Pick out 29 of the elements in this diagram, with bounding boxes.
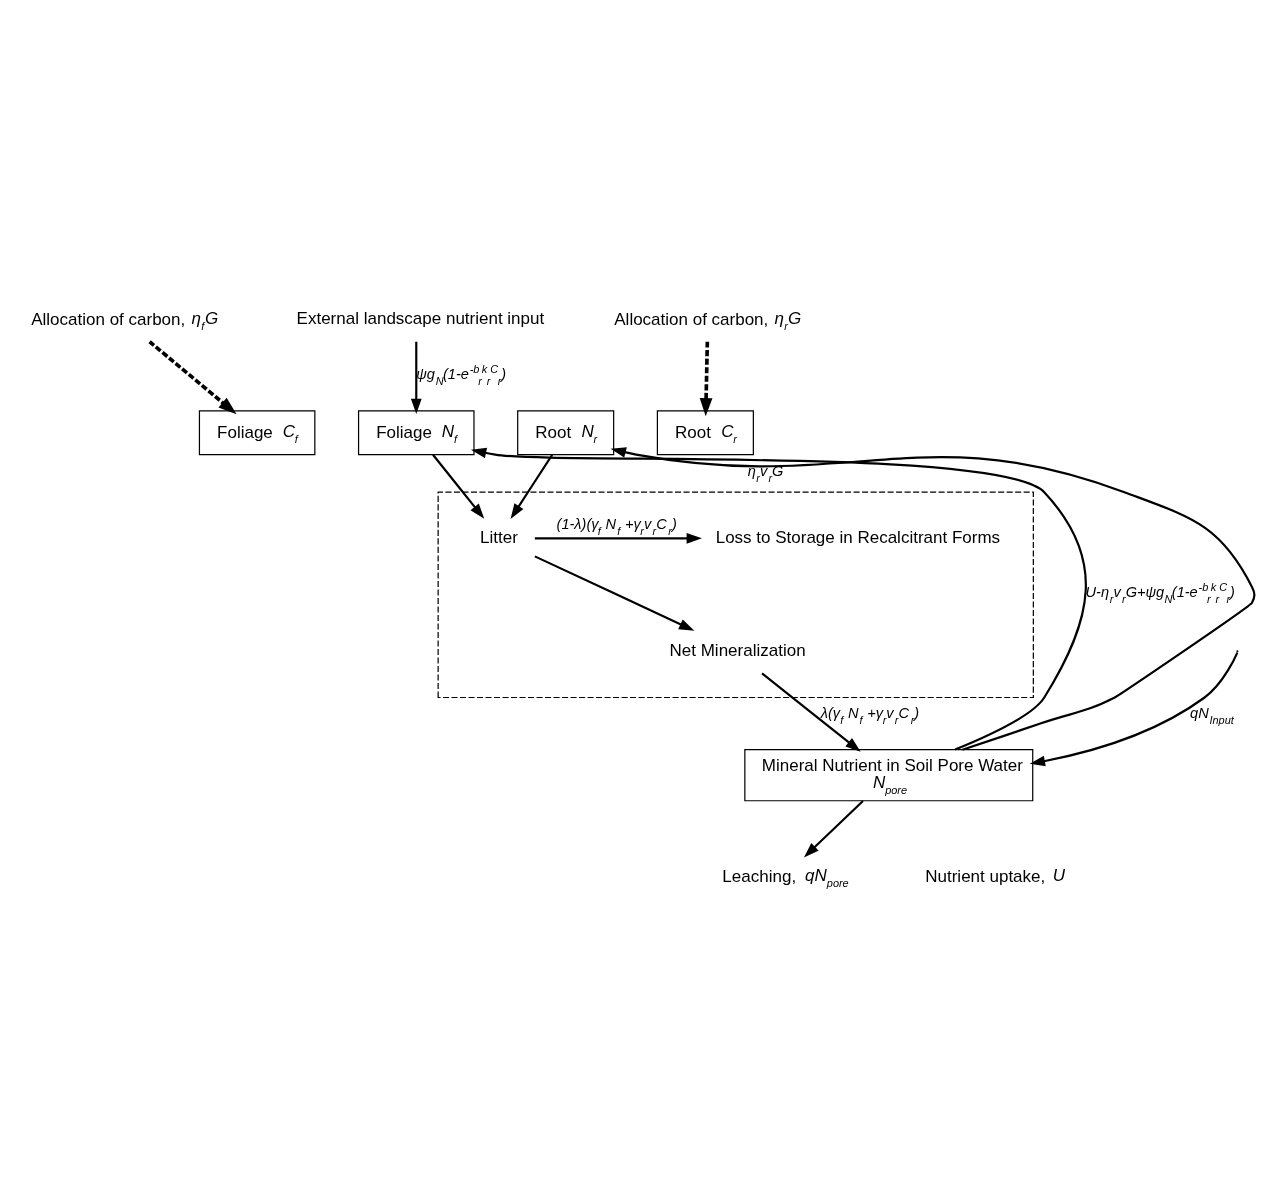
edge-label: (1-λ)(γ$_{f}$ N$_{f}$ +γ$_{r}$v$_{r}$C$_{r}$) — [556, 515, 677, 537]
node-box: Foliage N$_{f}$ — [357, 409, 475, 455]
node-text: Allocation of carbon, η$_{r}$G — [614, 308, 802, 332]
arrow — [699, 341, 713, 416]
node-text: Leaching, qN$_{pore}$ — [722, 865, 849, 889]
node-text: Loss to Storage in Recalcitrant Forms — [715, 527, 1001, 547]
arrow — [470, 447, 1087, 751]
arrow — [432, 453, 485, 519]
node-text: Allocation of carbon, η$_{f}$G — [31, 308, 219, 332]
node-text: External landscape nutrient input — [296, 308, 545, 328]
arrow — [510, 453, 554, 519]
node-box: Foliage C$_{f}$ — [198, 409, 316, 455]
node-text: Net Mineralization — [669, 640, 806, 660]
node-box: Mineral Nutrient in Soil Pore Water N$_{pore}$ — [744, 748, 1034, 801]
cluster — [437, 491, 1034, 698]
edge-label: λ(γ$_{f}$ N$_{f}$ +γ$_{r}$v$_{r}$C$_{r}$) — [820, 704, 920, 726]
arrow — [534, 554, 695, 631]
arrow — [610, 446, 1255, 751]
label: Nutrient uptake, U — [925, 865, 1066, 886]
arrow — [148, 339, 237, 414]
arrow — [761, 672, 861, 752]
arrow — [534, 532, 702, 544]
node-box: Root C$_{r}$ — [656, 409, 754, 455]
arrow — [410, 341, 422, 414]
edge-label: qN$_{Input}$ — [1190, 704, 1234, 726]
arrow — [1029, 651, 1239, 766]
node-text: Litter — [480, 527, 518, 547]
node-box: Root N$_{r}$ — [517, 409, 615, 455]
arrow — [803, 799, 864, 857]
